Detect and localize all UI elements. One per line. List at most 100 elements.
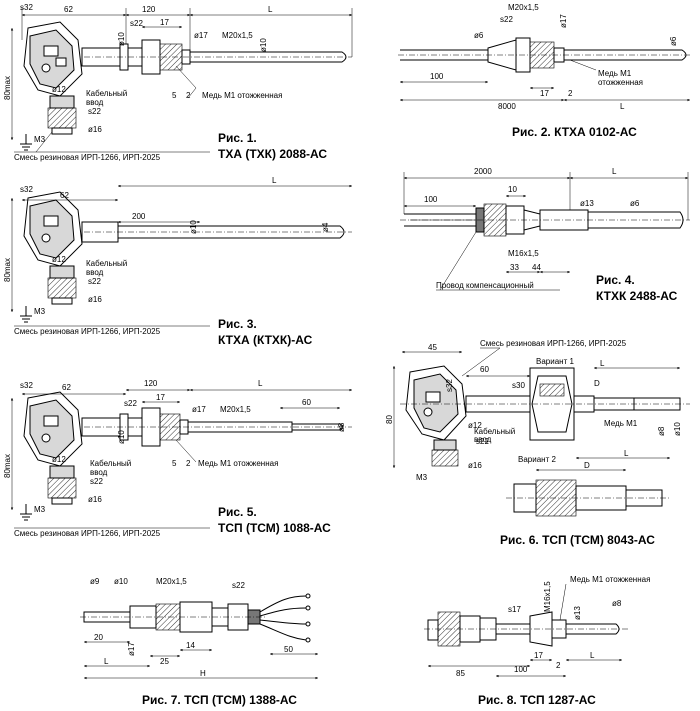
fig1-dim-L: L [268,5,273,14]
fig1-dim-s32: s32 [20,3,33,12]
fig5-dim-5: 5 [172,459,177,468]
fig6-dim-60: 60 [480,365,489,374]
fig1-dim-2: 2 [186,91,191,100]
figure-7: ø9 ø10 M20x1,5 s22 20 ø17 14 25 50 L H Р… [80,577,318,707]
fig7-caption: Рис. 7. ТСП (ТСМ) 1388-АС [142,693,297,707]
fig7-dim-d10: ø10 [114,577,128,586]
fig2-dim-d17: ø17 [559,14,568,28]
fig1-dim-m20: M20x1,5 [222,31,253,40]
fig5-dim-d10: ø10 [117,430,126,444]
fig1-dim-d16: ø16 [88,125,102,134]
fig5-caption-1: Рис. 5. [218,505,257,519]
fig1-dim-s22: s22 [130,19,143,28]
fig4-caption-2: КТХК 2488-АС [596,289,678,303]
fig8-dim-85: 85 [456,669,465,678]
fig7-dim-25: 25 [160,657,169,666]
fig2-dim-100: 100 [430,72,444,81]
fig4-dim-2000: 2000 [474,167,492,176]
fig5-dim-d16: ø16 [88,495,102,504]
fig2-dim-s22: s22 [500,15,513,24]
fig2-dim-8000: 8000 [498,102,516,111]
fig8-dim-2: 2 [556,661,561,670]
fig8-dim-m16: M16x1,5 [543,581,552,612]
figure-8: s17 M16x1,5 ø13 ø8 85 100 17 2 L Медь М1… [424,575,650,707]
fig6-dim-45: 45 [428,343,437,352]
fig6-dim-d12: ø12 [468,421,482,430]
fig3-label-entry: ввод [86,268,104,277]
fig4-dim-d6: ø6 [630,199,640,208]
fig3-dim-s22: s22 [88,277,101,286]
fig4-dim-100: 100 [424,195,438,204]
fig6-dim-d8: ø8 [657,426,666,436]
fig4-dim-m16: M16x1,5 [508,249,539,258]
fig8-dim-17: 17 [534,651,543,660]
fig1-label-rubber: Смесь резиновая ИРП-1266, ИРП-2025 [14,153,161,162]
fig1-dim-d10: ø10 [117,32,126,46]
fig6-label-rubber: Смесь резиновая ИРП-1266, ИРП-2025 [480,339,627,348]
fig1-caption-2: ТХА (ТХК) 2088-АС [218,147,327,161]
fig6-dim-80: 80 [385,415,394,424]
fig3-caption-2: КТХА (КТХК)-АС [218,333,313,347]
fig3-caption-1: Рис. 3. [218,317,257,331]
fig4-dim-L: L [612,167,617,176]
fig6-dim-L: L [600,359,605,368]
fig4-dim-10: 10 [508,185,517,194]
fig5-dim-62: 62 [62,383,71,392]
fig7-dim-m20: M20x1,5 [156,577,187,586]
figure-5: s32 62 120 L s22 17 ø10 ø17 M20x1,5 60 ø… [3,379,352,538]
fig7-dim-20: 20 [94,633,103,642]
fig8-dim-d8: ø8 [612,599,622,608]
fig6-caption: Рис. 6. ТСП (ТСМ) 8043-АС [500,533,655,547]
fig7-dim-s22: s22 [232,581,245,590]
fig2-dim-d6: ø6 [474,31,484,40]
fig6-dim-s30: s30 [512,381,525,390]
fig5-label-entry: ввод [90,468,108,477]
fig5-dim-m3: M3 [34,505,46,514]
fig8-label-copper: Медь М1 отожженная [570,575,650,584]
fig6-dim-s32: s32 [445,379,454,392]
fig7-dim-50: 50 [284,645,293,654]
fig5-dim-17: 17 [156,393,165,402]
fig2-label-copper: Медь М1 [598,69,632,78]
figure-2: M20x1,5 s22 ø17 ø6 ø6 100 8000 17 2 L Ме… [398,3,692,139]
fig5-dim-2: 2 [186,459,191,468]
fig3-dim-200: 200 [132,212,146,221]
fig5-dim-d17: ø17 [192,405,206,414]
fig5-dim-80max: 80max [3,454,12,478]
fig8-dim-100: 100 [514,665,528,674]
fig7-dim-H: H [200,669,206,678]
fig1-dim-5: 5 [172,91,177,100]
fig5-dim-s22b: s22 [90,477,103,486]
fig1-dim-17: 17 [160,18,169,27]
figure-4: 2000 L 100 10 ø13 ø6 M16x1,5 33 44 Прово… [400,167,690,303]
fig7-dim-L: L [104,657,109,666]
fig3-dim-d16: ø16 [88,295,102,304]
fig2-dim-2: 2 [568,89,573,98]
fig2-dim-m20: M20x1,5 [508,3,539,12]
figure-3: s32 62 200 L ø10 ø4 80max ø12 Кабельный … [3,176,352,347]
fig2-caption: Рис. 2. КТХА 0102-АС [512,125,637,139]
fig6-dim-d10: ø10 [673,422,682,436]
fig4-caption-1: Рис. 4. [596,273,635,287]
fig8-dim-L: L [590,651,595,660]
fig3-label-cable: Кабельный [86,259,127,268]
fig1-dim-d10b: ø10 [259,38,268,52]
fig4-label-wire: Провод компенсационный [436,281,534,290]
fig7-dim-d17: ø17 [127,642,136,656]
fig5-dim-120: 120 [144,379,158,388]
fig6-label-variant2: Вариант 2 [518,455,556,464]
fig1-dim-m3: M3 [34,135,46,144]
fig3-dim-m3: M3 [34,307,46,316]
fig1-dim-s22b: s22 [88,107,101,116]
fig1-caption-1: Рис. 1. [218,131,257,145]
figure-6: 45 s32 60 s30 L D 80 ø12 s22 ø16 M3 ø8 ø… [385,339,690,547]
fig6-dim-s22: s22 [476,437,489,446]
fig5-dim-m20: M20x1,5 [220,405,251,414]
fig3-dim-s32: s32 [20,185,33,194]
fig1-label-entry: ввод [86,98,104,107]
fig2-dim-17: 17 [540,89,549,98]
fig3-dim-80max: 80max [3,258,12,282]
ground-icon [20,504,32,521]
fig5-dim-L: L [258,379,263,388]
